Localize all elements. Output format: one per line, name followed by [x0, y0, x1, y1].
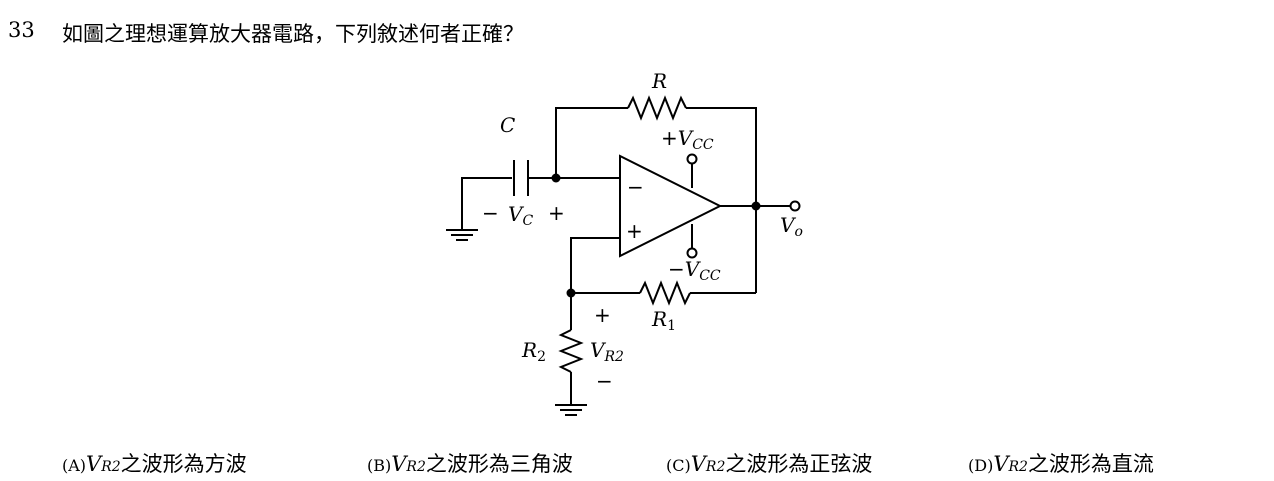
option-b[interactable]: (B)VR2之波形為三角波: [367, 452, 573, 476]
resistor-r2: [558, 329, 584, 373]
vcc-neg-terminal: [686, 247, 698, 259]
opamp-noninverting-sign: +: [626, 219, 643, 243]
opamp-inverting-sign: −: [627, 175, 644, 199]
vc-label: VC: [508, 202, 533, 229]
vc-minus-sign: −: [482, 201, 499, 225]
vr2-minus-sign: −: [596, 369, 613, 393]
vcc-pos-label: +VCC: [661, 126, 714, 153]
vo-terminal: [789, 200, 801, 212]
option-d[interactable]: (D)VR2之波形為直流: [968, 452, 1154, 476]
resistor-r: [627, 95, 687, 121]
question-number: 33: [8, 18, 35, 42]
junction-dot: [566, 288, 576, 298]
option-b-label: (B): [367, 456, 392, 475]
resistor-r1-label: R1: [651, 307, 676, 334]
option-c-label: (C): [666, 456, 691, 475]
vcc-pos-terminal: [686, 153, 698, 165]
question-text: 如圖之理想運算放大器電路，下列敘述何者正確？: [62, 22, 524, 46]
circuit-wires: [446, 95, 790, 416]
junction-dot: [751, 201, 761, 211]
vr2-plus-sign: +: [594, 303, 611, 327]
capacitor-label: C: [500, 113, 515, 137]
option-c[interactable]: (C)VR2之波形為正弦波: [666, 452, 873, 476]
option-d-label: (D): [968, 456, 994, 475]
resistor-r1: [639, 280, 691, 306]
opamp-triangle: [619, 154, 723, 258]
option-a-label: (A): [62, 456, 87, 475]
junction-dot: [551, 173, 561, 183]
vc-plus-sign: +: [548, 201, 565, 225]
vr2-label: VR2: [590, 338, 624, 365]
vo-label: Vo: [780, 213, 803, 240]
option-a[interactable]: (A)VR2之波形為方波: [62, 452, 247, 476]
resistor-r-label: R: [651, 69, 667, 93]
vcc-neg-label: −VCC: [668, 257, 721, 284]
resistor-r2-label: R2: [521, 338, 546, 365]
